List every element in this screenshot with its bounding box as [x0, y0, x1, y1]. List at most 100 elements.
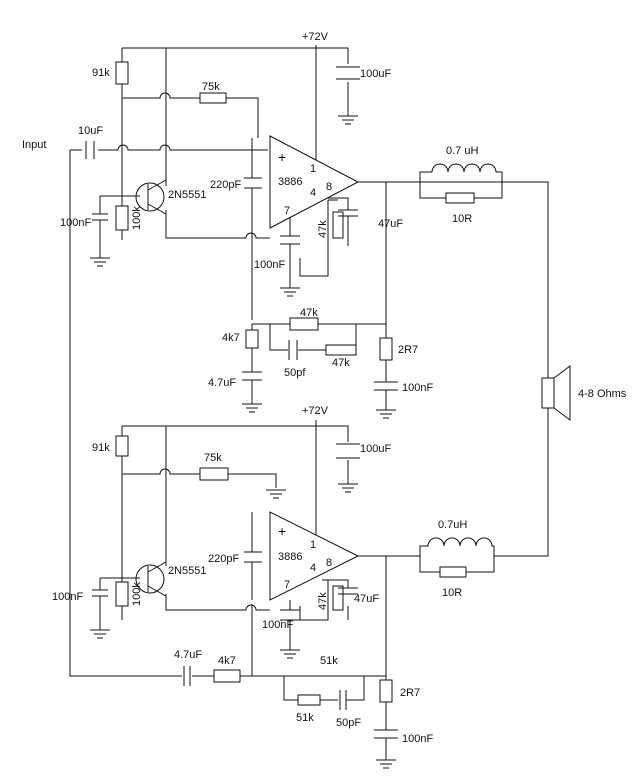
transistor-2N5551-bottom [135, 561, 167, 597]
bottom-wiring [69, 150, 549, 760]
label-100nF-in-top: 100nF [60, 217, 91, 229]
capacitor-10uF-top [85, 141, 95, 159]
ground-icon [338, 115, 358, 125]
label-supply-bottom: +72V [302, 405, 329, 417]
ground-icon [90, 257, 110, 267]
label-50pf-top: 50pf [284, 367, 306, 379]
ground-icon [338, 483, 358, 493]
capacitor-47uF-bottom [338, 587, 358, 595]
top-wiring [70, 45, 549, 410]
capacitor-100nF-in-bottom [92, 589, 108, 597]
capacitor-50pf-top [288, 340, 298, 360]
label-input: Input [22, 139, 46, 151]
capacitor-50pF-bottom [339, 690, 347, 710]
label-transistor-top: 2N5551 [168, 189, 207, 201]
resistor-2R7-bottom [379, 679, 393, 703]
label-50pF-bottom: 50pF [336, 717, 361, 729]
label-speaker: 4-8 Ohms [578, 388, 627, 400]
ground-icon [376, 759, 396, 769]
label-inductor-bottom: 0.7uH [438, 519, 467, 531]
label-opamp-pin1-top: 1 [310, 163, 316, 175]
resistor-51k-a-bottom [297, 694, 321, 706]
resistor-75k-bottom [199, 467, 229, 481]
capacitor-100uF-top [336, 66, 360, 80]
capacitor-4_7uF-top [242, 371, 262, 381]
label-opamp-pin4-top: 4 [310, 187, 316, 199]
opamp-3886-top [269, 135, 360, 229]
capacitor-47uF-top [338, 209, 358, 217]
inductor-top [419, 163, 503, 182]
capacitor-100nF-in-top [92, 213, 108, 221]
ground-icon [266, 489, 286, 499]
label-100uF-top: 100uF [360, 68, 391, 80]
label-4k7-top: 4k7 [222, 332, 240, 344]
label-100uF-bottom: 100uF [360, 443, 391, 455]
label-47uF-top: 47uF [378, 218, 403, 230]
label-51k-a-bottom: 51k [320, 655, 338, 667]
label-47uF-bottom: 47uF [354, 593, 379, 605]
capacitor-100nF-zobel-top [374, 381, 398, 391]
capacitor-4_7uF-bottom [183, 666, 191, 686]
resistor-47k-fb2-top [325, 344, 357, 356]
label-47k-vertical-top: 47k [317, 220, 329, 238]
label-2R7-top: 2R7 [398, 344, 418, 356]
label-100nF-zobel-bottom: 100nF [402, 733, 433, 745]
capacitor-220pF-top [244, 177, 262, 189]
label-47k-vertical-bottom: 47k [317, 592, 329, 610]
resistor-47k-bottom [332, 585, 344, 611]
label-opamp-pin8-bottom: 8 [326, 557, 332, 569]
resistor-91k-top [115, 61, 129, 85]
label-100nF-in-bottom: 100nF [52, 591, 83, 603]
label-47k-fb-top: 47k [300, 307, 318, 319]
resistor-47k-fb-top [289, 317, 319, 331]
label-220pF-top: 220pF [210, 179, 241, 191]
label-opamp-plus-top: + [278, 149, 286, 165]
ground-icon [90, 629, 110, 639]
resistor-91k-bottom [115, 435, 129, 457]
label-opamp-pin1-bottom: 1 [310, 539, 316, 551]
resistor-10R-bottom [439, 566, 467, 578]
label-10R-bottom: 10R [442, 587, 462, 599]
label-opamp-pin4-bottom: 4 [310, 562, 316, 574]
label-inductor-top: 0.7 uH [446, 145, 478, 157]
label-220pF-bottom: 220pF [208, 553, 239, 565]
ground-icon [280, 287, 300, 297]
label-opamp-pin7-top: 7 [284, 205, 290, 217]
label-100k-bottom: 100k [131, 582, 143, 606]
ground-icon [242, 403, 262, 413]
label-10R-top: 10R [452, 213, 472, 225]
label-2R7-bottom: 2R7 [400, 687, 420, 699]
label-75k-top: 75k [202, 81, 220, 93]
label-91k-top: 91k [92, 67, 110, 79]
label-4_7uF-bottom: 4.7uF [174, 649, 202, 661]
opamp-3886-bottom [269, 511, 360, 601]
label-10uF-top: 10uF [78, 125, 103, 137]
ground-icon [376, 409, 396, 419]
capacitor-100nF-pin7-top [280, 235, 300, 245]
speaker-icon [541, 365, 571, 421]
resistor-10R-top [445, 192, 475, 204]
resistor-4k7-top [245, 329, 259, 349]
label-100nF-zobel-top: 100nF [402, 382, 433, 394]
label-opamp-name-bottom: 3886 [278, 551, 302, 563]
label-opamp-name-top: 3886 [278, 176, 302, 188]
label-91k-bottom: 91k [92, 442, 110, 454]
label-47k-fb2-top: 47k [332, 357, 350, 369]
label-100k-top: 100k [131, 206, 143, 230]
label-51k-b-bottom: 51k [296, 712, 314, 724]
resistor-47k-top [332, 211, 344, 239]
resistor-2R7-top [379, 337, 393, 361]
label-4k7-bottom: 4k7 [218, 655, 236, 667]
resistor-100k-bottom [115, 581, 129, 607]
resistor-4k7-bottom [213, 669, 241, 683]
label-100nF-pin7-bottom: 100nF [262, 619, 293, 631]
ground-icon [280, 649, 300, 659]
capacitor-220pF-bottom [244, 551, 262, 563]
label-75k-bottom: 75k [204, 452, 222, 464]
label-transistor-bottom: 2N5551 [168, 565, 207, 577]
label-4_7uF-top: 4.7uF [208, 377, 236, 389]
resistor-100k-top [115, 205, 129, 231]
capacitor-100nF-pin7-bottom [280, 609, 300, 621]
label-opamp-plus-bottom: + [278, 523, 286, 539]
